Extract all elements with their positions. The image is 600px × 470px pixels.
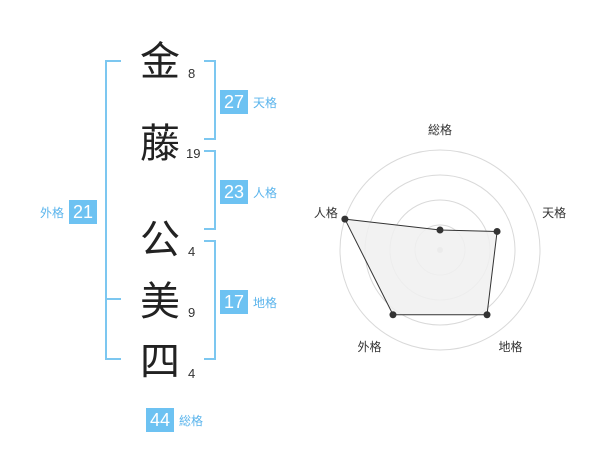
chikaku-badge: 17 地格 (220, 290, 277, 314)
radar-point-2 (493, 227, 501, 235)
name-char-5: 四 (140, 339, 180, 385)
gaikaku-bracket (105, 60, 121, 360)
radar-point-3 (483, 311, 491, 319)
gaikaku-label: 外格 (40, 205, 65, 220)
gaikaku-badge: 外格 21 (40, 200, 98, 224)
jinkaku-badge: 23 人格 (220, 180, 277, 204)
name-char-1: 金 (140, 39, 180, 85)
stroke-count-2: 19 (186, 146, 201, 161)
tenkaku-bracket (204, 60, 216, 140)
name-char-2: 藤 (140, 121, 180, 167)
stroke-count-5: 4 (188, 366, 196, 381)
radar-axis-label-2: 天格 (542, 205, 566, 220)
radar-axis-label-5: 人格 (314, 205, 338, 220)
jinkaku-value: 23 (220, 180, 248, 204)
radar-axis-label-1: 総格 (428, 122, 452, 137)
gaikaku-value: 21 (69, 200, 98, 224)
stroke-count-3: 4 (188, 244, 196, 259)
soukaku-value: 44 (146, 408, 174, 432)
name-char-3: 公 (140, 217, 180, 263)
jinkaku-bracket (204, 150, 216, 230)
stroke-count-1: 8 (188, 66, 196, 81)
jinkaku-label: 人格 (253, 185, 278, 200)
tenkaku-value: 27 (220, 90, 248, 114)
soukaku-badge: 44 総格 (146, 408, 203, 432)
chikaku-value: 17 (220, 290, 248, 314)
chikaku-label: 地格 (253, 295, 278, 310)
radar-axis-label-4: 外格 (357, 339, 381, 354)
stroke-count-4: 9 (188, 305, 196, 320)
radar-value-polygon (344, 218, 498, 316)
radar-point-1 (436, 226, 444, 234)
radar-ring (339, 149, 541, 351)
chikaku-bracket (204, 240, 216, 360)
radar-point-4 (389, 311, 397, 319)
radar-axis-label-3: 地格 (499, 339, 523, 354)
gaikaku-bracket-tick (105, 298, 121, 300)
radar-point-5 (341, 215, 349, 223)
tenkaku-badge: 27 天格 (220, 90, 277, 114)
soukaku-label: 総格 (179, 413, 204, 428)
tenkaku-label: 天格 (253, 95, 278, 110)
name-char-4: 美 (140, 279, 180, 325)
